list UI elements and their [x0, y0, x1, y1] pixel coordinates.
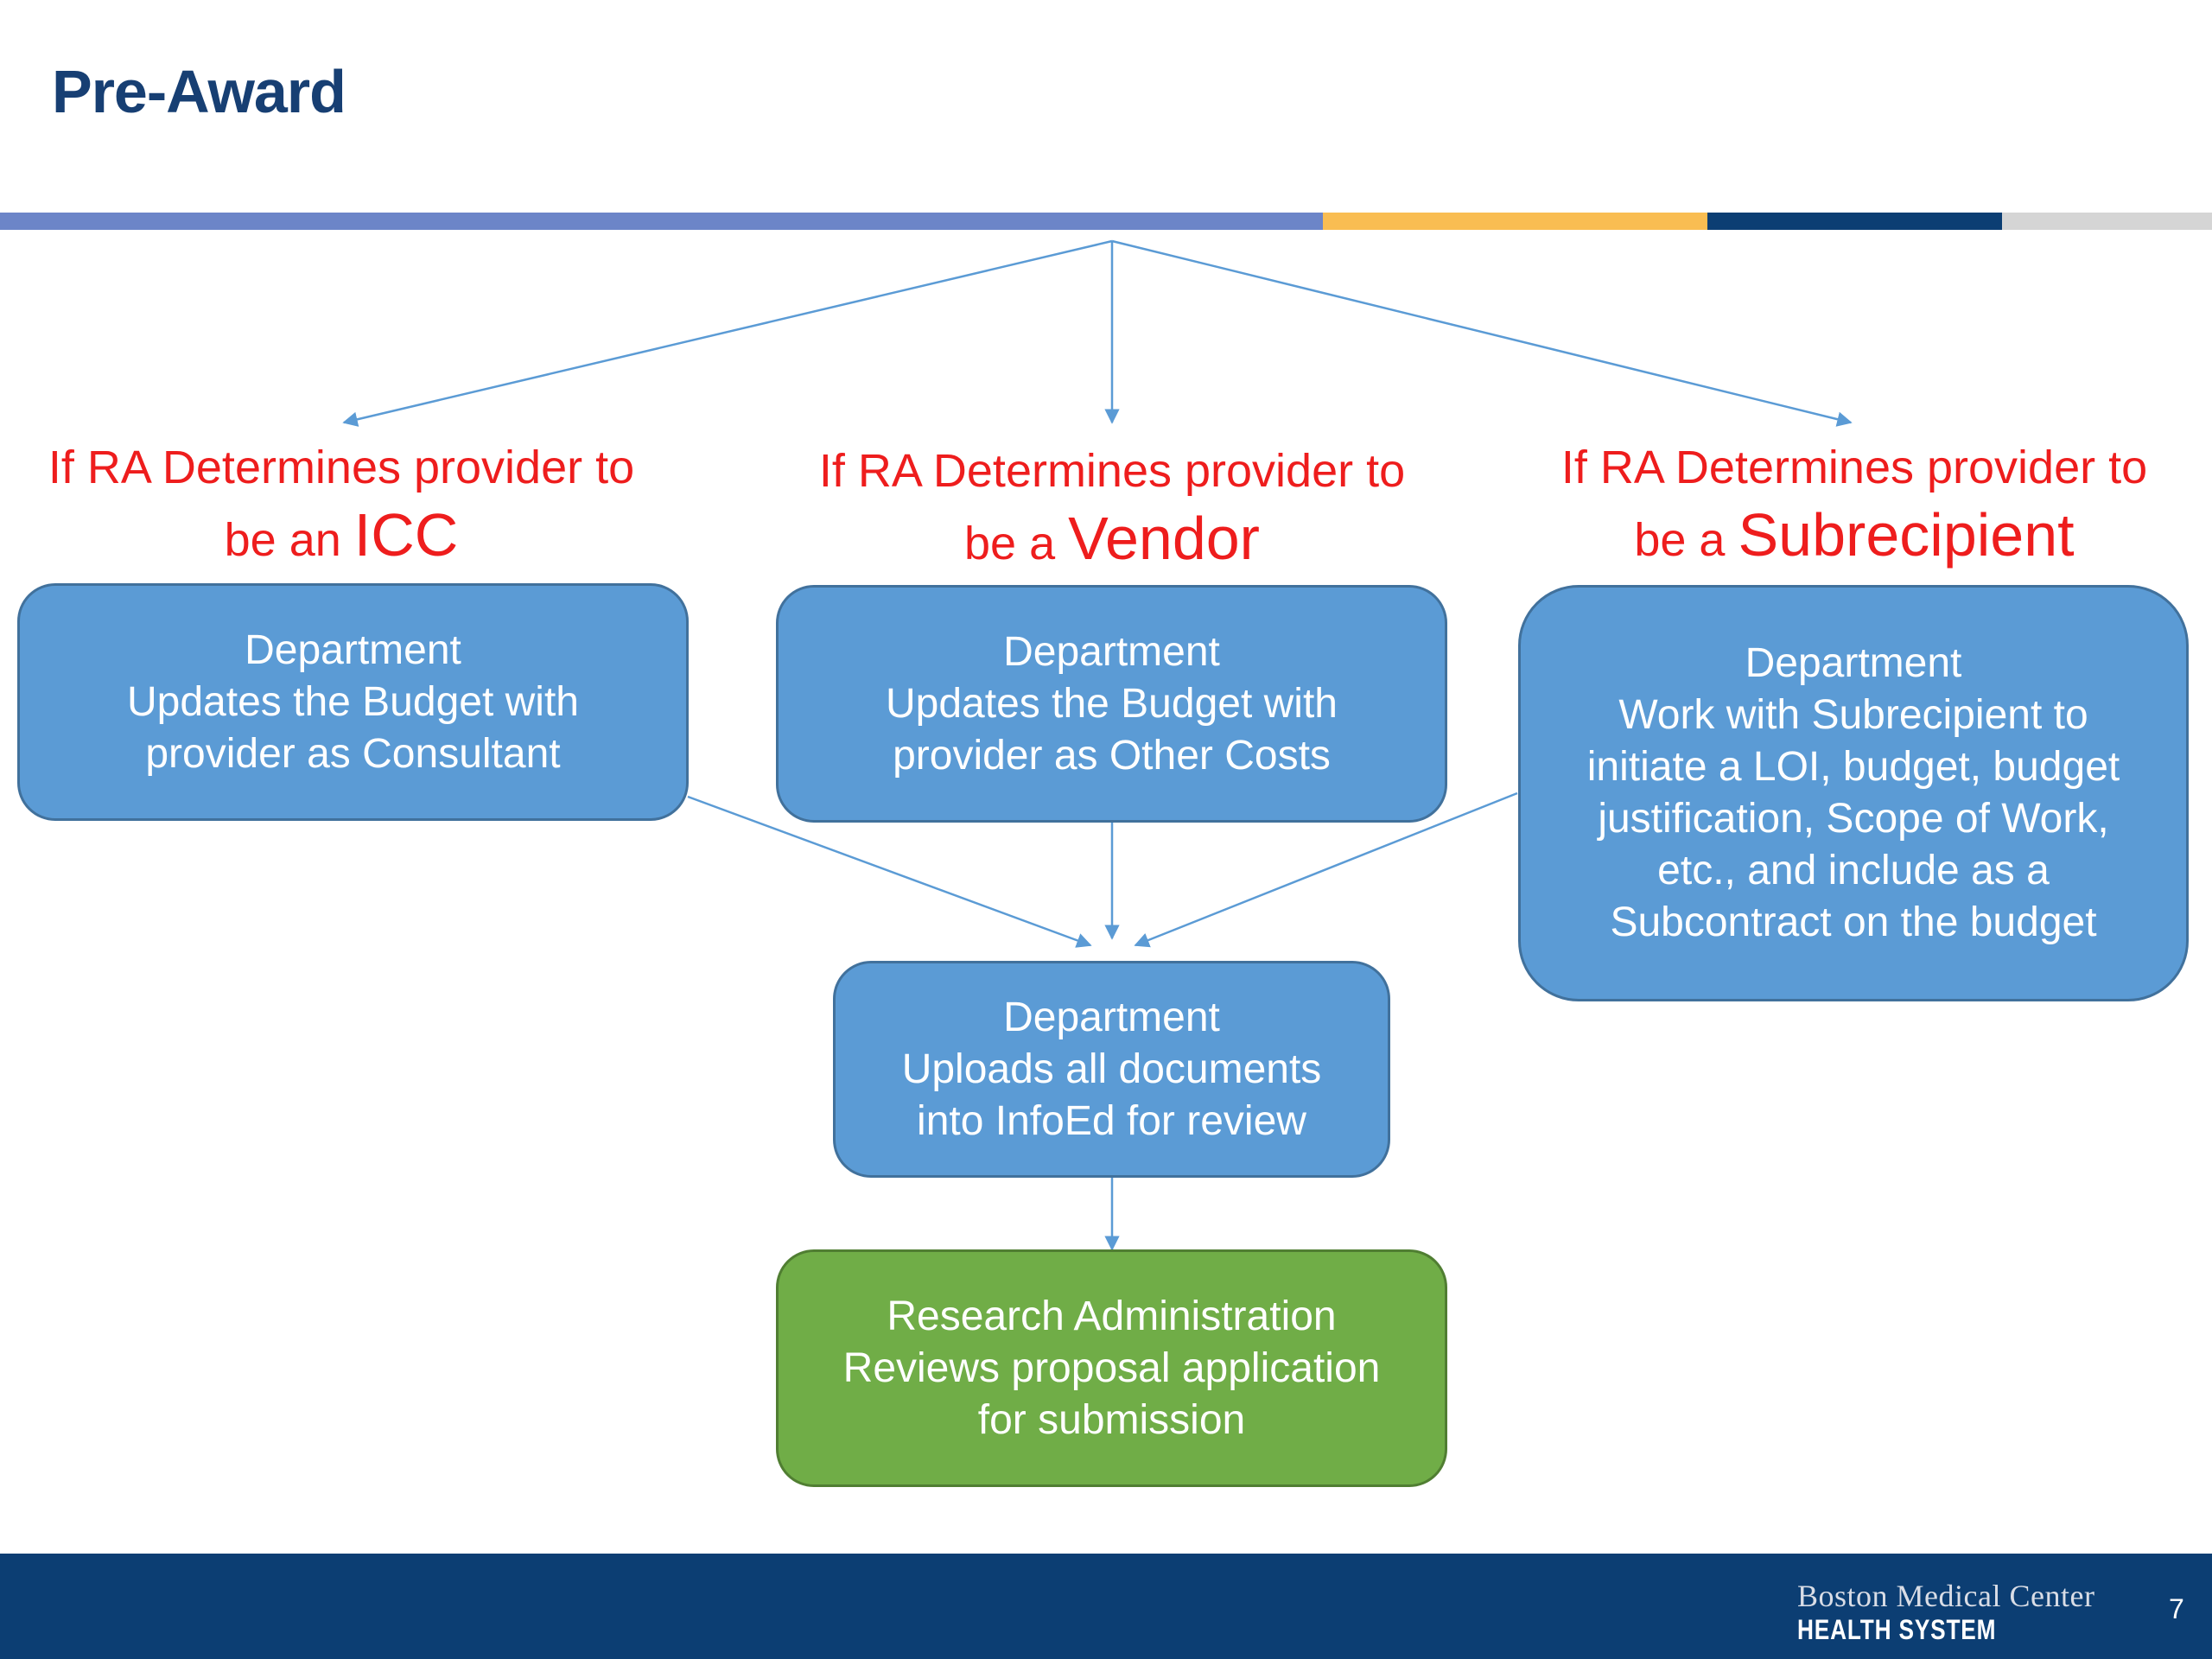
heading-icc-prefix: be an: [224, 514, 341, 566]
heading-vendor-emphasis: Vendor: [1068, 505, 1260, 572]
header-stripe-blue: [0, 213, 1323, 230]
arrow-icc-to-upload: [687, 795, 1092, 948]
page-number: 7: [2169, 1593, 2184, 1624]
box-icc-line-2: Updates the Budget with: [126, 678, 579, 725]
heading-vendor-line2: be a Vendor: [788, 505, 1436, 577]
slide-title: Pre-Award: [52, 58, 346, 125]
box-review: Research Administration Reviews proposal…: [776, 1249, 1447, 1487]
box-review-line-1: Research Administration: [887, 1293, 1337, 1339]
box-vendor: Department Updates the Budget with provi…: [776, 585, 1447, 823]
heading-subrecipient-emphasis: Subrecipient: [1738, 501, 2075, 569]
heading-icc-line1: If RA Determines provider to: [48, 442, 635, 493]
heading-subrecipient-line2: be a Subrecipient: [1530, 501, 2178, 574]
box-subrecipient-line-4: justification, Scope of Work,: [1598, 796, 2109, 842]
box-upload-line-3: into InfoEd for review: [917, 1097, 1306, 1144]
heading-icc: If RA Determines provider to be an ICC: [17, 434, 665, 574]
box-upload: Department Uploads all documents into In…: [833, 961, 1390, 1178]
box-icc: Department Updates the Budget with provi…: [17, 583, 689, 821]
box-upload-line-2: Uploads all documents: [901, 1046, 1322, 1092]
heading-icc-emphasis: ICC: [353, 501, 459, 569]
heading-vendor-prefix: be a: [964, 518, 1056, 569]
header-stripe-gold: [1323, 213, 1707, 230]
box-subrecipient-line-5: etc., and include as a: [1657, 848, 2050, 893]
arrow-to-subrecipient: [1111, 239, 1853, 427]
footer-logo-name: Boston Medical Center: [1797, 1579, 2095, 1613]
box-subrecipient-line-1: Department: [1745, 640, 1962, 686]
arrow-subrecipient-to-upload: [1134, 791, 1518, 948]
box-vendor-line-2: Updates the Budget with: [885, 680, 1338, 727]
box-vendor-line-1: Department: [1003, 628, 1220, 675]
footer-logo-subtitle: HEALTH SYSTEM: [1797, 1614, 1997, 1645]
box-subrecipient-line-6: Subcontract on the budget: [1610, 899, 2097, 945]
box-upload-line-1: Department: [1003, 994, 1220, 1040]
box-review-line-2: Reviews proposal application: [842, 1344, 1381, 1391]
box-review-line-3: for submission: [977, 1396, 1246, 1443]
header-stripe-gray: [2002, 213, 2212, 230]
box-icc-line-1: Department: [245, 626, 461, 673]
heading-subrecipient-prefix: be a: [1634, 514, 1726, 566]
box-subrecipient-line-2: Work with Subrecipient to: [1618, 692, 2088, 738]
header-stripe-navy: [1707, 213, 2002, 230]
heading-subrecipient-line1: If RA Determines provider to: [1560, 442, 2148, 493]
heading-icc-line2: be an ICC: [17, 501, 665, 574]
arrow-to-icc: [342, 239, 1113, 427]
box-icc-line-3: provider as Consultant: [145, 730, 561, 777]
box-vendor-line-3: provider as Other Costs: [893, 732, 1331, 779]
box-subrecipient-line-3: initiate a LOI, budget, budget: [1586, 744, 2120, 790]
box-subrecipient: Department Work with Subrecipient to ini…: [1518, 585, 2189, 1001]
heading-vendor: If RA Determines provider to be a Vendor: [788, 437, 1436, 577]
heading-vendor-line1: If RA Determines provider to: [818, 445, 1406, 497]
heading-subrecipient: If RA Determines provider to be a Subrec…: [1530, 434, 2178, 574]
footer-bar: [0, 1554, 2212, 1659]
